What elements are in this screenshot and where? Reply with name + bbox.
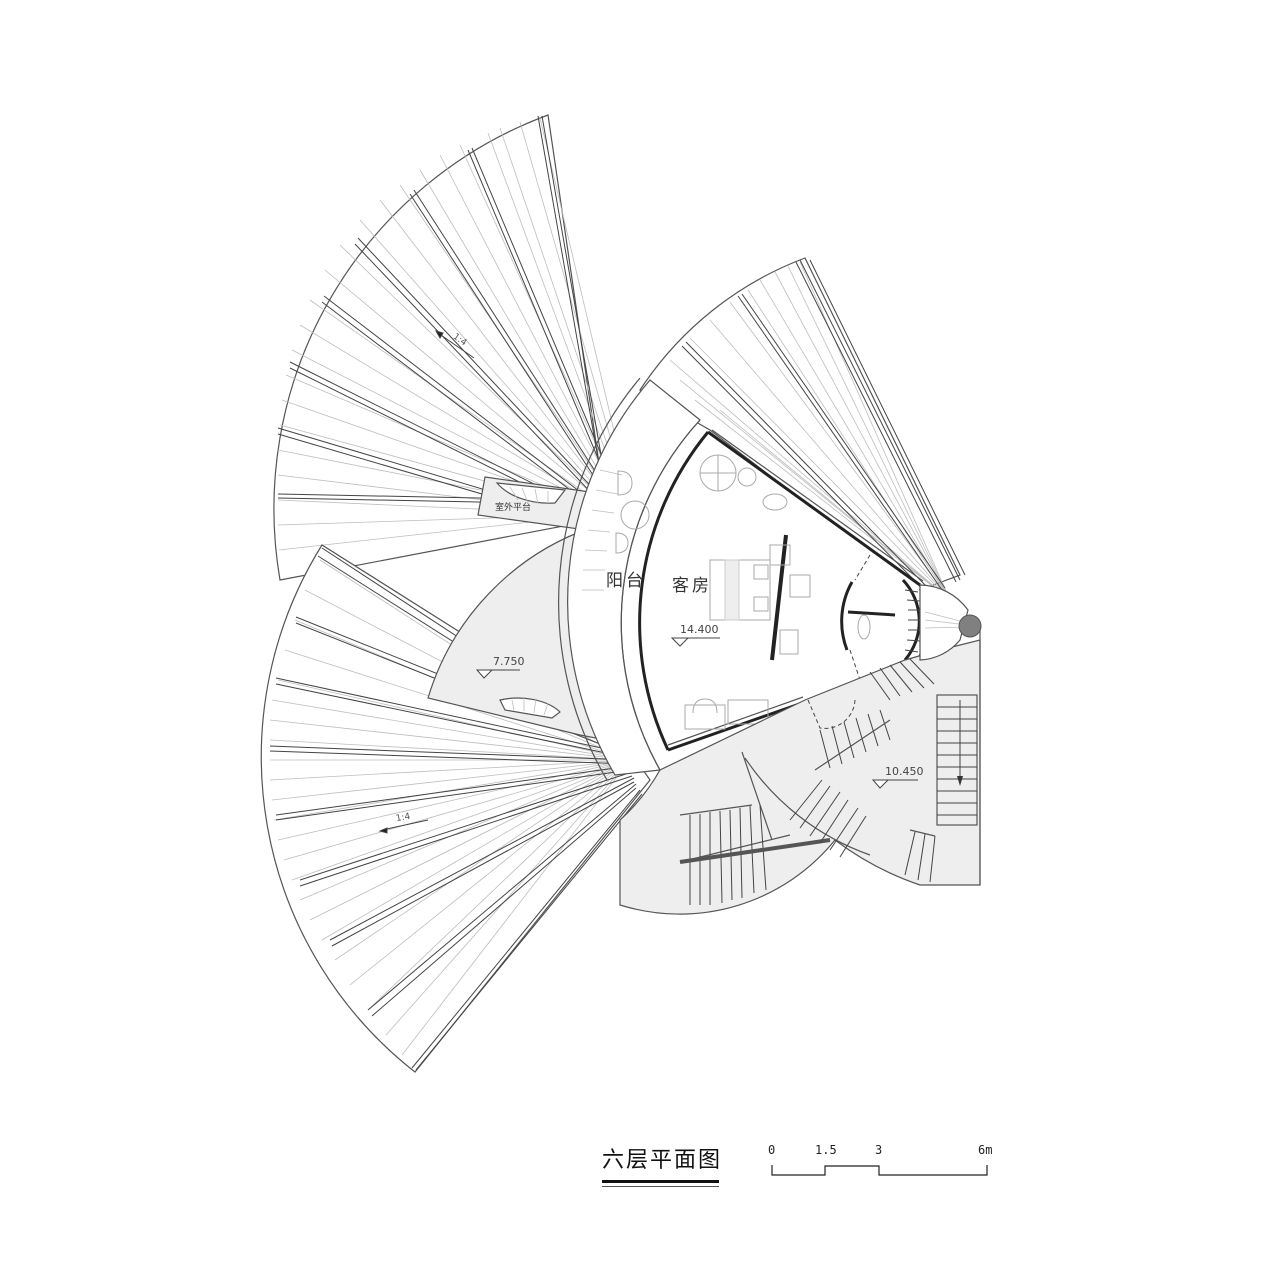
slope-arrows [378,330,475,834]
outdoor-platform [477,476,591,531]
column-icon [958,614,982,638]
scale-tick-3: 3 [875,1143,883,1157]
balcony-ring [558,377,701,781]
scale-tick-6m: 6m [978,1143,993,1157]
title-underline-thin [602,1186,719,1187]
outdoor-platform-label: 室外平台 [495,503,532,513]
upper-right-fan-roof [639,257,966,601]
elevation-markers [475,637,918,789]
upper-left-fan-roof [273,114,629,581]
lower-terrace [427,527,607,741]
scale-bar [771,1165,988,1176]
balcony-label: 阳台 [606,571,646,591]
drawing-title: 六层平面图 [602,1148,723,1173]
stair-zone [619,639,981,915]
elevation-stair-landing: 10.450 [885,765,924,778]
title-underline [602,1180,719,1183]
elevation-guest-room: 14.400 [680,623,719,636]
fan-pivot [919,584,982,885]
guest-room-label: 客房 [672,576,712,596]
scale-tick-1-5: 1.5 [815,1143,837,1157]
scale-tick-0: 0 [768,1143,776,1157]
elevation-lower-terrace: 7.750 [493,655,525,668]
